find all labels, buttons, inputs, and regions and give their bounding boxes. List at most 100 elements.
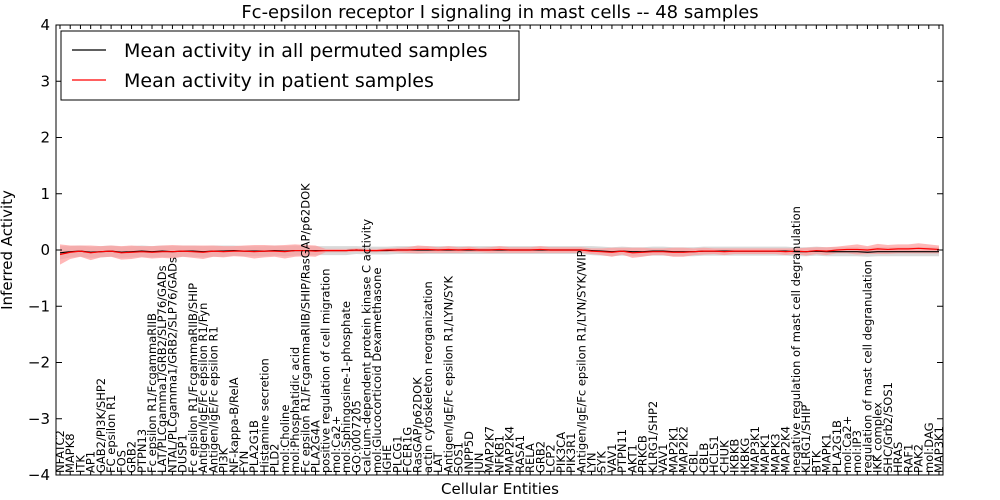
x-tick-label: CBL [687, 450, 701, 473]
x-tick-label: MAP2K1 [666, 426, 680, 473]
x-tick-label: JUN [472, 453, 486, 474]
x-tick-label: mol:Ca2+ [840, 416, 854, 473]
x-tick-label: RAF1 [901, 444, 915, 473]
x-tick-label: LCP2 [544, 444, 558, 473]
x-tick-label: MAP2K4 [779, 426, 793, 473]
x-tick-label: PLA2G1B [247, 420, 261, 473]
plot-area: −4 −3 −2 −1 0 1 2 3 4NFATC2MAPK8ITKAP1GAB2/PI3K/… [28, 16, 946, 484]
x-tick-label: Fc epsilon R1/FcgammaRIIB/SHIP [186, 283, 200, 473]
y-tick-label: 0 [40, 241, 50, 259]
x-tick-label: DUSP1 [176, 434, 190, 473]
x-tick-label: FCER1G [401, 427, 415, 473]
x-tick-label: mol:Glucocorticoid Dexamethasone [370, 268, 384, 473]
x-tick-label: MAPK3 [768, 433, 782, 473]
x-tick-label: RELA [523, 443, 537, 473]
x-tick-label: MAP2K2 [676, 426, 690, 473]
x-tick-label: mol:Choline [278, 405, 292, 473]
x-tick-label: FC epsilon R1 [104, 395, 118, 473]
x-tick-label: mol:Ca2+ [329, 416, 343, 473]
x-tick-label: NTAL/PLCgamma1/GRB2/SLP76/GADs [165, 257, 179, 473]
x-tick-label: KLRG1/SHIP [799, 405, 813, 473]
chart-title: Fc-epsilon receptor I signaling in mast … [241, 2, 758, 23]
x-tick-label: GRB2 [533, 441, 547, 473]
x-tick-label: PLCG1 [390, 435, 404, 473]
x-tick-label: negative regulation of mast cell degranu… [789, 206, 803, 473]
x-tick-label: Fc epsilon R1/FcgammaRIIB [145, 313, 159, 473]
x-tick-label: NFATC2 [53, 430, 67, 473]
x-tick-label: PAK2 [912, 444, 926, 473]
patient-band [60, 243, 939, 265]
legend-label: Mean activity in patient samples [124, 70, 434, 92]
y-tick-label: 3 [40, 72, 50, 90]
x-tick-label: IKBKB [728, 439, 742, 473]
x-tick-label: GO:0007205 [349, 400, 363, 473]
x-tick-label: ITK [73, 455, 87, 473]
x-tick-label: MAPK1 [820, 433, 834, 473]
x-tick-label: MAPK8 [63, 433, 77, 473]
x-tick-label: Histamine secretion [257, 358, 271, 473]
x-tick-label: MAP2K4 [503, 426, 517, 473]
x-tick-label: IKK complex [871, 402, 885, 473]
x-tick-label: PRKCB [636, 435, 650, 473]
x-tick-label: mol:DAG [922, 422, 936, 473]
legend-box [60, 30, 520, 101]
x-tick-label: IKBKG [738, 438, 752, 473]
x-tick-label: mol:Sphingosine-1-phosphate [339, 301, 353, 473]
x-tick-label: HRAS [891, 442, 905, 473]
y-tick-label: −3 [28, 410, 50, 428]
legend-label: Mean activity in all permuted samples [124, 40, 487, 62]
x-tick-label: HCLS1 [707, 435, 721, 473]
x-tick-label: CHUK [717, 440, 731, 473]
x-tick-label: LYN [584, 452, 598, 473]
x-tick-label: NFKB1 [493, 435, 507, 473]
x-tick-label: Antigen/IgE/Fc epsilon R1/LYN/SYK/WIP [574, 250, 588, 473]
x-tick-label: AP1 [84, 451, 98, 473]
x-tick-label: mol:IP3 [850, 430, 864, 473]
x-tick-label: Antigen/IgE/Fc epsilon R1 [206, 326, 220, 473]
x-tick-label: MAP3K1 [932, 426, 946, 473]
x-tick-label: PLA2G4A [309, 420, 323, 473]
x-tick-label: PTPN11 [615, 429, 629, 473]
x-tick-label: PLD2 [268, 443, 282, 473]
x-tick-label: PIK3CA [554, 432, 568, 473]
x-tick-label: INPP5D [462, 431, 476, 473]
y-tick-label: −4 [28, 466, 50, 484]
x-tick-label: GAB2/PI3K/SHP2 [94, 378, 108, 473]
x-tick-label: MAP3K1 [748, 426, 762, 473]
x-tick-label: VAV1 [605, 444, 619, 473]
x-tick-label: calcium-dependent protein kinase C activ… [360, 219, 374, 473]
x-tick-label: SYK [595, 451, 609, 473]
x-tick-label: Fc epsilon R1/FcgammaRIIB/SHIP/RasGAP/p6… [298, 183, 312, 473]
x-tick-label: mol:Phosphatidic acid [288, 347, 302, 473]
y-tick-label: 4 [40, 16, 50, 34]
y-tick-label: −1 [28, 297, 50, 315]
x-tick-label: actin cytoskeleton reorganization [421, 281, 435, 473]
x-tick-label: NF-kappa-B/RelA [227, 377, 241, 473]
y-tick-label: 1 [40, 185, 50, 203]
x-axis-label: Cellular Entities [441, 480, 559, 498]
x-tick-label: MAPK1 [758, 433, 772, 473]
x-tick-label: BTK [809, 450, 823, 473]
x-tick-label: AKT1 [625, 444, 639, 473]
x-tick-label: PI3K [217, 447, 231, 473]
x-tick-label: RASA1 [513, 435, 527, 473]
x-tick-label: LAT/PLCgamma1/GRB2/SLP76/GADs [155, 265, 169, 473]
x-tick-label: IGHE [380, 445, 394, 473]
x-tick-label: MAP2K7 [482, 426, 496, 473]
x-tick-label: Antigen/IgE/Fc epsilon R1/Fyn [196, 303, 210, 473]
x-tick-label: SOS1 [452, 442, 466, 473]
x-tick-label: Antigen/IgE/Fc epsilon R1/LYN/SYK [441, 276, 455, 473]
x-tick-label: FYN [237, 451, 251, 473]
x-tick-label: FOS [114, 450, 128, 473]
y-axis-label: Inferred Activity [0, 190, 16, 310]
x-tick-label: PLA2G1B [830, 420, 844, 473]
y-tick-label: −2 [28, 354, 50, 372]
x-tick-label: LAT [431, 451, 445, 473]
x-tick-label: KLRG1/SHP2 [646, 401, 660, 473]
x-tick-label: positive regulation of cell migration [319, 268, 333, 473]
x-tick-label: VAV1 [656, 444, 670, 473]
x-tick-label: RasGAP/p62DOK [411, 377, 425, 473]
y-tick-label: 2 [40, 129, 50, 147]
x-tick-label: GRB2 [125, 441, 139, 473]
